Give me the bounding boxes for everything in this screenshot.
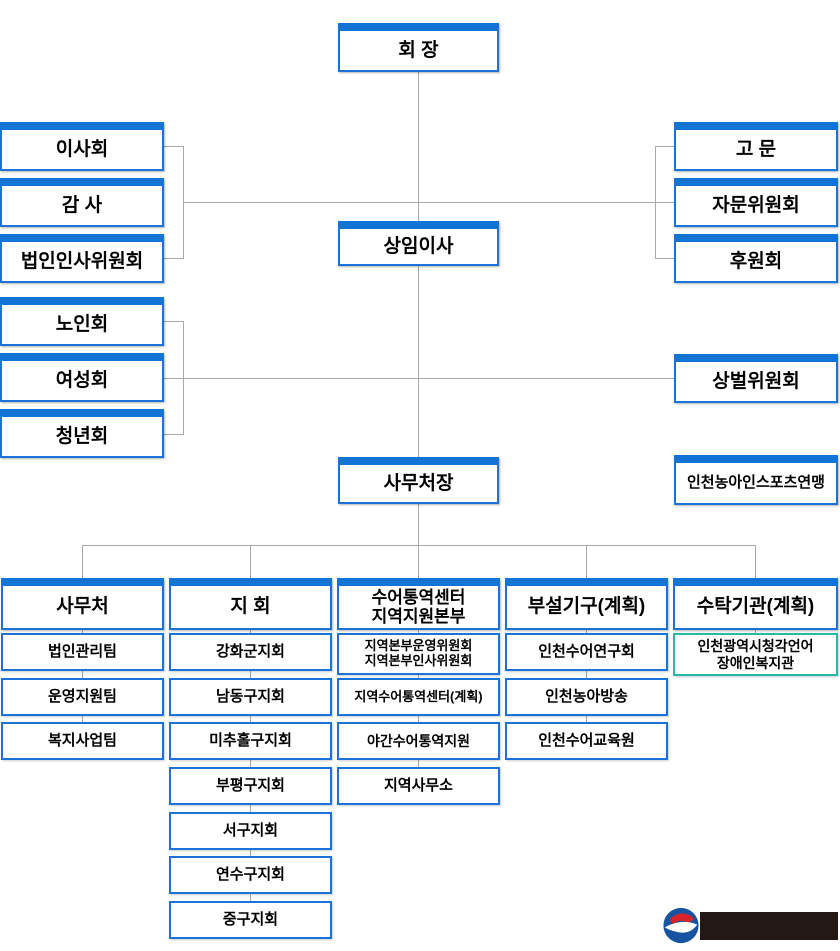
dept-item: 복지사업팀 — [1, 722, 164, 760]
box-chairman: 회 장 — [338, 23, 499, 72]
footer-logo — [655, 903, 840, 951]
box-seniors-association: 노인회 — [0, 297, 164, 346]
dept-item: 지역사무소 — [337, 767, 500, 805]
connector-line — [164, 321, 183, 322]
connector-line — [164, 434, 183, 435]
dept-item: 중구지회 — [169, 901, 332, 939]
dept-item: 인천수어교육원 — [505, 722, 668, 760]
dept-item: 인천수어연구회 — [505, 633, 668, 671]
dept-item: 강화군지회 — [169, 633, 332, 671]
dept-item: 운영지원팀 — [1, 678, 164, 716]
dept-item: 지역본부운영위원회 지역본부인사위원회 — [337, 633, 500, 675]
dept-item: 법인관리팀 — [1, 633, 164, 671]
connector-line — [418, 72, 419, 221]
connector-line — [655, 258, 674, 259]
logo-wordmark-block — [700, 912, 838, 940]
dept-item: 미추홀구지회 — [169, 722, 332, 760]
connector-line — [164, 378, 674, 379]
dept-item: 서구지회 — [169, 812, 332, 850]
box-personnel-committee: 법인인사위원회 — [0, 234, 164, 283]
dept-item: 부평구지회 — [169, 767, 332, 805]
connector-line — [164, 146, 183, 147]
connector-line — [418, 504, 419, 545]
dept-item: 남동구지회 — [169, 678, 332, 716]
header-entrusted-orgs: 수탁기관(계획) — [673, 578, 838, 630]
connector-line — [164, 258, 183, 259]
box-board-of-directors: 이사회 — [0, 122, 164, 171]
box-secretary-general: 사무처장 — [338, 457, 499, 504]
connector-line — [586, 630, 587, 725]
connector-line — [82, 630, 83, 725]
dept-item: 인천농아방송 — [505, 678, 668, 716]
dept-item: 연수구지회 — [169, 856, 332, 894]
gov-emblem-icon — [663, 907, 699, 944]
dept-item: 인천광역시청각언어 장애인복지관 — [673, 633, 838, 676]
connector-line — [183, 202, 674, 203]
connector-line — [82, 545, 83, 578]
box-discipline-committee: 상벌위원회 — [674, 354, 838, 403]
box-executive-director: 상임이사 — [338, 221, 499, 266]
header-branches: 지 회 — [169, 578, 332, 630]
box-sports-federation: 인천농아인스포츠연맹 — [674, 455, 838, 505]
connector-line — [82, 545, 756, 546]
box-advisory-committee: 자문위원회 — [674, 178, 838, 227]
box-advisor: 고 문 — [674, 122, 838, 171]
connector-line — [655, 146, 674, 147]
dept-item: 지역수어통역센터(계획) — [337, 678, 500, 716]
header-secretariat: 사무처 — [1, 578, 164, 630]
connector-line — [418, 545, 419, 578]
header-affiliated-orgs: 부설기구(계획) — [505, 578, 668, 630]
box-supporters-association: 후원회 — [674, 234, 838, 283]
connector-line — [250, 630, 251, 903]
box-auditor: 감 사 — [0, 178, 164, 227]
connector-line — [586, 545, 587, 578]
connector-line — [250, 545, 251, 578]
box-youth-association: 청년회 — [0, 409, 164, 458]
header-interpretation-hq: 수어통역센터 지역지원본부 — [337, 578, 500, 630]
connector-line — [755, 545, 756, 578]
box-womens-association: 여성회 — [0, 353, 164, 402]
connector-line — [418, 266, 419, 457]
dept-item: 야간수어통역지원 — [337, 722, 500, 760]
